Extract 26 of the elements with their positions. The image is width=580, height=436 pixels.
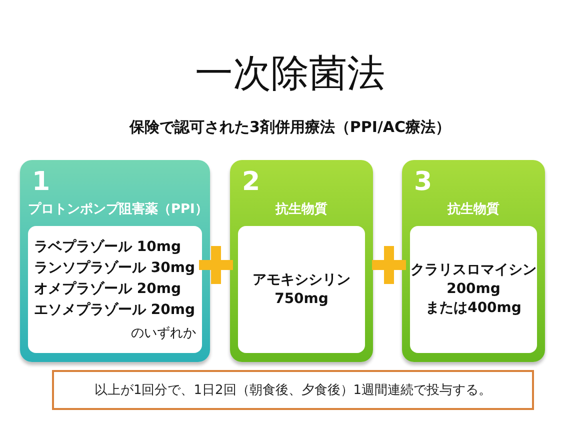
note-text: のいずれか <box>131 324 196 342</box>
drug-text: ランソプラゾール 30mg <box>34 258 196 278</box>
drug-text: 200mg <box>446 280 500 299</box>
step-number: 3 <box>414 168 432 196</box>
drug-panel <box>402 160 545 362</box>
drug-list-card <box>410 226 537 353</box>
drug-panel <box>20 160 210 362</box>
step-number: 2 <box>242 168 260 196</box>
drug-text: 750mg <box>274 290 328 308</box>
title: 一次除菌法 <box>194 50 386 97</box>
subtitle: 保険で認可された3剤併用療法（PPI/AC療法） <box>128 118 452 137</box>
drug-text: アモキシシリン <box>252 270 350 290</box>
drug-list-card <box>28 226 202 353</box>
drug-list-card <box>238 226 365 353</box>
drug-text: または400mg <box>426 299 522 318</box>
note-text: 以上が1回分で、1日2回（朝食後、夕食後）1週間連続で投与する。 <box>94 382 492 399</box>
drug-text: オメプラゾール 20mg <box>34 280 182 298</box>
note-box <box>52 370 534 410</box>
drug-text: クラリスロマイシン <box>410 261 536 280</box>
panel-heading: 抗生物質 <box>446 200 500 218</box>
drug-text: エソメプラゾール 20mg <box>34 300 196 320</box>
step-number: 1 <box>32 168 50 196</box>
panel-heading: プロトンポンプ阻害薬（PPI） <box>27 200 209 218</box>
panel-heading: 抗生物質 <box>274 200 328 218</box>
drug-text: ラベプラゾール 10mg <box>34 238 182 256</box>
drug-panel <box>230 160 373 362</box>
